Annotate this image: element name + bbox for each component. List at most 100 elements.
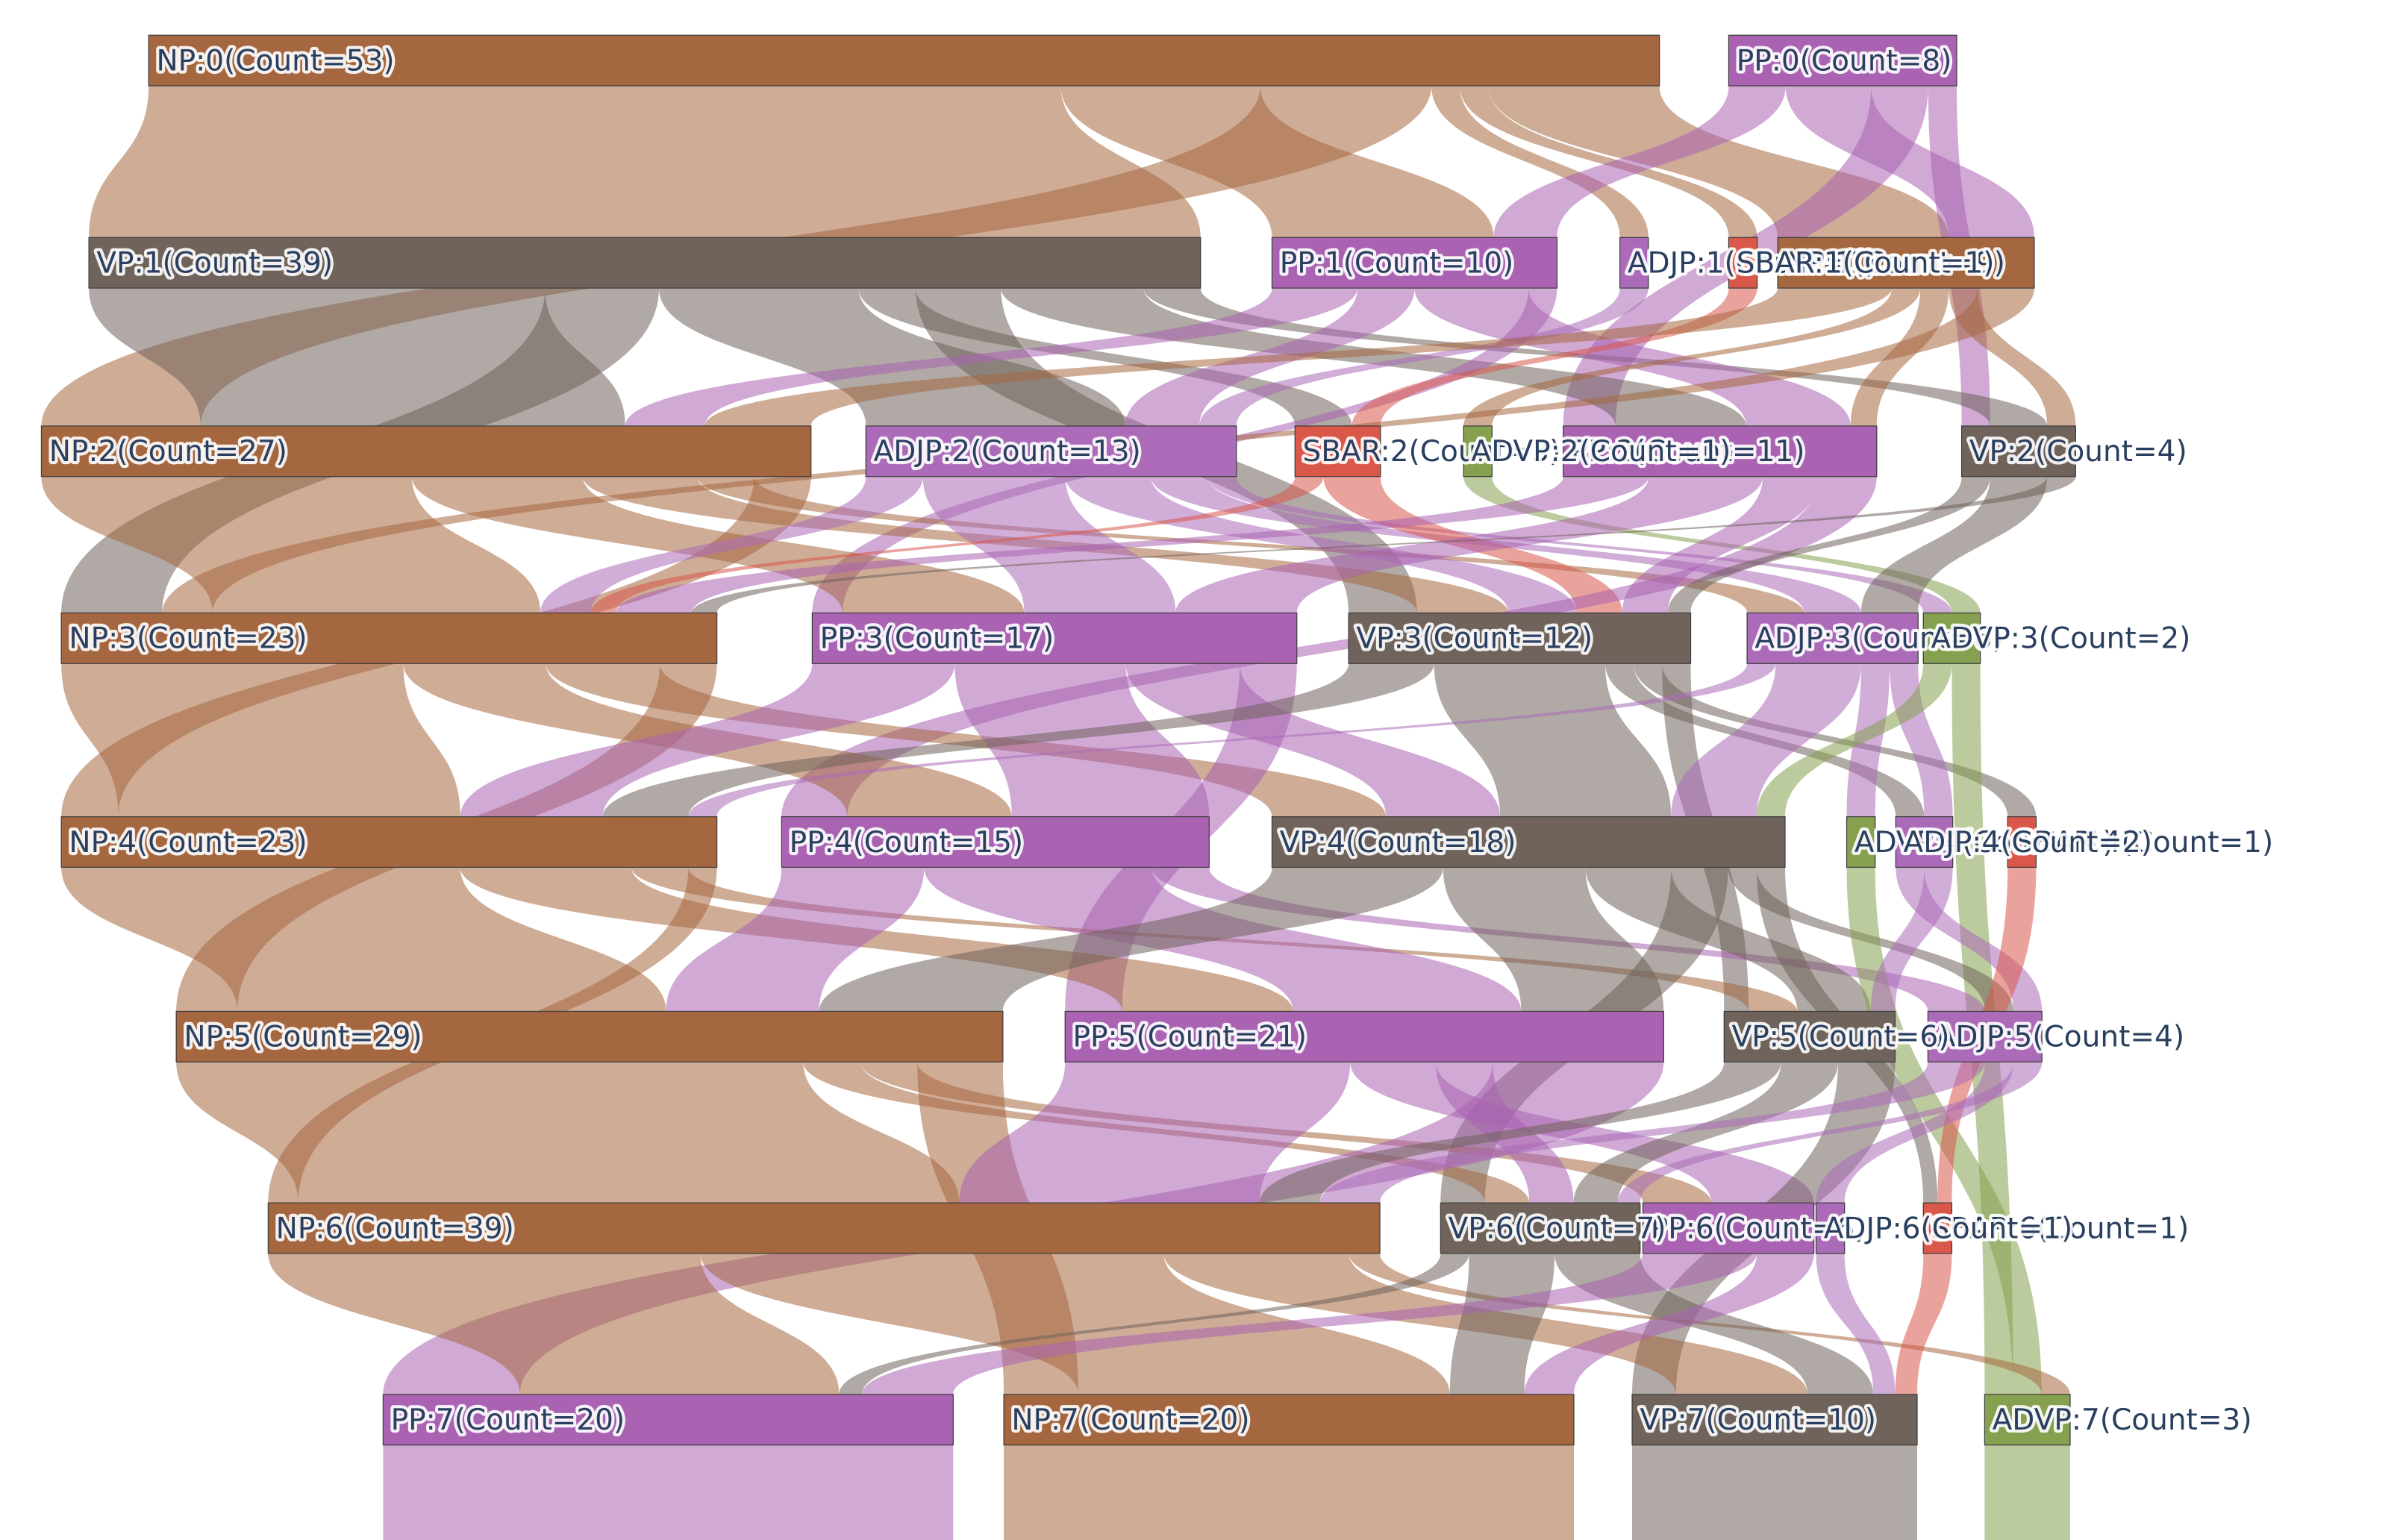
sankey-node-PP:3[interactable] bbox=[811, 612, 1298, 664]
sankey-link-PP:3-to-VP:4[interactable] bbox=[1125, 663, 1501, 817]
sankey-link-PP:2-to-NP:3[interactable] bbox=[616, 476, 1649, 613]
sankey-node-VP:2[interactable] bbox=[1960, 425, 2076, 478]
sankey-link-ADJP:3-to-ADJP:4[interactable] bbox=[1890, 663, 1953, 817]
sankey-link-ADVP:3-to-VP:4[interactable] bbox=[1756, 663, 1952, 817]
sankey-node-NP:0[interactable] bbox=[148, 34, 1660, 87]
sankey-link-ADJP:3-to-VP:4[interactable] bbox=[1671, 663, 1861, 817]
sankey-link-PP:2-to-PP:4[interactable] bbox=[781, 476, 1877, 817]
sankey-node-SBAR:1[interactable] bbox=[1728, 237, 1758, 289]
sankey-node-ADJP:2[interactable] bbox=[865, 425, 1237, 478]
sankey-link-ADJP:1-to-ADJP:2[interactable] bbox=[1199, 288, 1649, 426]
sankey-node-ADJP:5[interactable] bbox=[1927, 1010, 2043, 1062]
sankey-link-PP:4-to-NP:5[interactable] bbox=[666, 867, 925, 1012]
sankey-link-ADJP:2-to-NP:3[interactable] bbox=[540, 476, 923, 613]
sankey-link-VP:2-to-ADJP:3[interactable] bbox=[1860, 476, 2048, 613]
sankey-link-PP:7-to-bottom[interactable] bbox=[383, 1444, 954, 1540]
sankey-link-NP:0-to-SBAR:1[interactable] bbox=[1460, 86, 1757, 238]
sankey-link-NP:6-to-NP:7[interactable] bbox=[700, 1253, 1450, 1395]
sankey-link-VP:3-to-VP:4[interactable] bbox=[1434, 663, 1672, 817]
sankey-node-VP:1[interactable] bbox=[88, 237, 1202, 289]
sankey-node-ADVP:3[interactable] bbox=[1922, 612, 1981, 664]
sankey-node-PP:0[interactable] bbox=[1728, 34, 1957, 87]
sankey-node-PP:7[interactable] bbox=[382, 1394, 954, 1446]
sankey-node-ADJP:6[interactable] bbox=[1815, 1202, 1846, 1254]
sankey-link-VP:5-to-NP:6[interactable] bbox=[1259, 1062, 1781, 1203]
sankey-link-PP:0-to-NP:1[interactable] bbox=[1785, 86, 2034, 238]
sankey-node-PP:4[interactable] bbox=[781, 816, 1210, 868]
sankey-node-VP:3[interactable] bbox=[1348, 612, 1692, 664]
sankey-node-ADJP:1[interactable] bbox=[1619, 237, 1649, 289]
sankey-link-VP:4-to-PP:5[interactable] bbox=[1443, 867, 1664, 1012]
sankey-node-PP:5[interactable] bbox=[1064, 1010, 1664, 1062]
sankey-link-VP:3-to-SBAR:4[interactable] bbox=[1634, 663, 2037, 817]
sankey-link-PP:3-to-NP:4[interactable] bbox=[460, 663, 955, 817]
sankey-link-VP:1-to-PP:2[interactable] bbox=[1001, 288, 1746, 426]
sankey-node-SBAR:6[interactable] bbox=[1922, 1202, 1953, 1254]
sankey-link-VP:5-to-VP:6[interactable] bbox=[1573, 1062, 1839, 1203]
sankey-link-ADJP:4-to-VP:5[interactable] bbox=[1870, 867, 1953, 1012]
sankey-node-NP:1[interactable] bbox=[1777, 237, 2035, 289]
sankey-node-ADVP:4[interactable] bbox=[1846, 816, 1876, 868]
sankey-link-ADJP:2-to-PP:3[interactable] bbox=[922, 476, 1176, 613]
sankey-link-NP:0-to-ADJP:1[interactable] bbox=[1431, 86, 1649, 238]
sankey-link-NP:2-to-ADJP:3[interactable] bbox=[696, 476, 1804, 613]
sankey-link-ADJP:2-to-VP:3[interactable] bbox=[1065, 476, 1577, 613]
sankey-node-VP:6[interactable] bbox=[1440, 1202, 1641, 1254]
sankey-link-NP:0-to-VP:1[interactable] bbox=[89, 86, 1201, 238]
sankey-node-SBAR:2[interactable] bbox=[1294, 425, 1381, 478]
sankey-link-VP:4-to-NP:5[interactable] bbox=[819, 867, 1443, 1012]
sankey-link-ADJP:5-to-ADJP:6[interactable] bbox=[1816, 1062, 2013, 1203]
sankey-node-VP:4[interactable] bbox=[1271, 816, 1786, 868]
sankey-node-VP:5[interactable] bbox=[1723, 1010, 1896, 1062]
sankey-link-NP:3-to-NP:4[interactable] bbox=[61, 663, 460, 817]
sankey-link-PP:5-to-NP:6[interactable] bbox=[959, 1062, 1351, 1203]
sankey-link-ADJP:5-to-VP:6[interactable] bbox=[1618, 1062, 2043, 1203]
sankey-link-NP:7-to-bottom[interactable] bbox=[1004, 1444, 1575, 1540]
sankey-link-NP:1-to-ADVP:2[interactable] bbox=[1463, 288, 1921, 426]
sankey-link-SBAR:2-to-NP:3[interactable] bbox=[590, 476, 1324, 613]
sankey-link-NP:5-to-NP:6[interactable] bbox=[176, 1062, 960, 1203]
sankey-node-PP:2[interactable] bbox=[1563, 425, 1878, 478]
sankey-link-ADJP:3-to-NP:4[interactable] bbox=[688, 663, 1776, 817]
sankey-node-NP:5[interactable] bbox=[175, 1010, 1004, 1062]
sankey-link-VP:2-to-NP:3[interactable] bbox=[691, 476, 2076, 613]
sankey-link-VP:6-to-NP:7[interactable] bbox=[1449, 1253, 1555, 1395]
sankey-link-NP:4-to-PP:5[interactable] bbox=[460, 867, 1293, 1012]
sankey-node-ADJP:3[interactable] bbox=[1746, 612, 1919, 664]
sankey-node-PP:1[interactable] bbox=[1271, 237, 1558, 289]
sankey-node-ADJP:4[interactable] bbox=[1895, 816, 1954, 868]
sankey-link-PP:0-to-PP:1[interactable] bbox=[1493, 86, 1786, 238]
sankey-node-PP:6[interactable] bbox=[1642, 1202, 1815, 1254]
sankey-node-NP:3[interactable] bbox=[60, 612, 718, 664]
sankey-node-SBAR:4[interactable] bbox=[2007, 816, 2037, 868]
sankey-link-NP:3-to-VP:4[interactable] bbox=[546, 663, 1387, 817]
sankey-link-ADJP:6-to-VP:7[interactable] bbox=[1816, 1253, 1896, 1395]
sankey-link-VP:7-to-bottom[interactable] bbox=[1632, 1444, 1918, 1540]
sankey-link-VP:6-to-PP:7[interactable] bbox=[839, 1253, 1469, 1395]
sankey-link-VP:1-to-SBAR:2[interactable] bbox=[858, 288, 1352, 426]
sankey-link-PP:1-to-NP:2[interactable] bbox=[625, 288, 1358, 426]
sankey-link-PP:2-to-PP:3[interactable] bbox=[1175, 476, 1763, 613]
sankey-link-PP:6-to-NP:7[interactable] bbox=[1524, 1253, 1814, 1395]
sankey-node-NP:2[interactable] bbox=[40, 425, 812, 478]
sankey-link-SBAR:6-to-VP:7[interactable] bbox=[1895, 1253, 1952, 1395]
sankey-node-NP:4[interactable] bbox=[60, 816, 718, 868]
sankey-node-ADVP:2[interactable] bbox=[1463, 425, 1493, 478]
sankey-link-PP:6-to-PP:7[interactable] bbox=[862, 1253, 1757, 1395]
sankey-link-VP:2-to-VP:3[interactable] bbox=[1667, 476, 1990, 613]
sankey-link-SBAR:1-to-SBAR:2[interactable] bbox=[1352, 288, 1757, 426]
sankey-node-ADVP:7[interactable] bbox=[1984, 1394, 2071, 1446]
sankey-link-ADJP:2-to-ADVP:3[interactable] bbox=[1207, 476, 1952, 613]
sankey-node-NP:6[interactable] bbox=[267, 1202, 1381, 1254]
sankey-link-ADVP:7-to-bottom[interactable] bbox=[1984, 1444, 2070, 1540]
sankey-link-NP:6-to-PP:7[interactable] bbox=[268, 1253, 840, 1395]
sankey-node-NP:7[interactable] bbox=[1003, 1394, 1575, 1446]
sankey-link-VP:3-to-NP:4[interactable] bbox=[602, 663, 1434, 817]
sankey-link-PP:3-to-PP:4[interactable] bbox=[954, 663, 1210, 817]
sankey-link-ADJP:5-to-NP:6[interactable] bbox=[1319, 1062, 1985, 1203]
sankey-link-NP:2-to-NP:3[interactable] bbox=[41, 476, 541, 613]
sankey-link-NP:4-to-NP:5[interactable] bbox=[61, 867, 666, 1012]
sankey-link-NP:1-to-NP:2[interactable] bbox=[704, 288, 1892, 426]
sankey-node-VP:7[interactable] bbox=[1631, 1394, 1918, 1446]
